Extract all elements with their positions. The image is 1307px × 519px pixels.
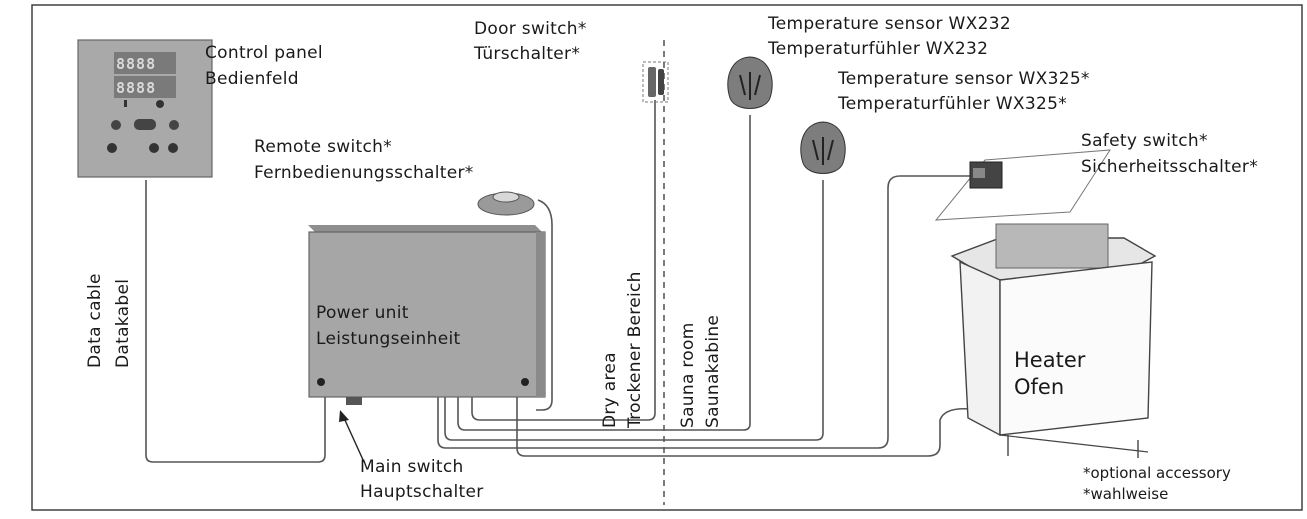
heater-label-de: Ofen bbox=[1014, 375, 1064, 399]
door-switch-label-en: Door switch* bbox=[474, 19, 587, 39]
power-unit-label-de: Leistungseinheit bbox=[316, 329, 460, 349]
heater-label-en: Heater bbox=[1014, 348, 1086, 372]
temp-sensor-wx325-label-de: Temperaturfühler WX325* bbox=[837, 94, 1067, 114]
door-switch-label-de: Türschalter* bbox=[473, 44, 580, 64]
fan-button-icon bbox=[149, 143, 159, 153]
power-unit-body bbox=[308, 231, 546, 398]
dry-area-label-en: Dry area bbox=[600, 352, 620, 428]
remote-switch-label-de: Fernbedienungsschalter* bbox=[254, 163, 474, 183]
door-switch bbox=[642, 61, 669, 103]
heater-base-line bbox=[999, 434, 1149, 453]
temperature-sensor-wx325 bbox=[800, 121, 846, 174]
main-switch-label-de: Hauptschalter bbox=[360, 482, 484, 502]
data-cable-wire bbox=[145, 180, 326, 463]
door-switch-wire bbox=[471, 100, 656, 421]
safety-switch-sensor-icon bbox=[973, 168, 985, 178]
power-unit-screw-right bbox=[521, 378, 529, 386]
power-unit-side bbox=[536, 232, 545, 397]
heater-power-wire bbox=[516, 395, 981, 457]
heater bbox=[950, 223, 1157, 458]
temp-sensor-wx232-label-en: Temperature sensor WX232 bbox=[767, 14, 1011, 34]
display-bottom-digits: 8888 bbox=[116, 79, 156, 97]
control-panel-label-de: Bedienfeld bbox=[205, 69, 299, 89]
minus-button-icon bbox=[111, 120, 121, 130]
control-panel-display-top bbox=[114, 52, 176, 74]
temp-sensor-wx325-label-en: Temperature sensor WX325* bbox=[837, 69, 1090, 89]
temperature-sensor-wx232 bbox=[727, 56, 773, 109]
power-unit-label-en: Power unit bbox=[316, 303, 409, 323]
control-panel: 8888 8888 bbox=[77, 39, 213, 178]
data-cable-label-de: Datakabel bbox=[113, 279, 133, 368]
main-switch-pointer-line bbox=[343, 417, 365, 463]
remote-switch-label-en: Remote switch* bbox=[254, 137, 392, 157]
timer-indicator-icon bbox=[156, 100, 164, 108]
display-top-digits: 8888 bbox=[116, 55, 156, 73]
sauna-room-label-de: Saunakabine bbox=[703, 315, 723, 428]
sauna-room-label-en: Sauna room bbox=[678, 322, 698, 428]
main-switch-arrow-icon bbox=[339, 410, 349, 422]
data-cable-label-en: Data cable bbox=[85, 273, 105, 368]
remote-switch bbox=[477, 191, 535, 216]
safety-switch-label-de: Sicherheitsschalter* bbox=[1081, 157, 1258, 177]
door-switch-part-a bbox=[648, 67, 656, 97]
light-button-icon bbox=[107, 143, 117, 153]
dry-area-label-de: Trockener Bereich bbox=[625, 271, 645, 429]
safety-switch-plate bbox=[934, 149, 1111, 221]
remote-switch-wire bbox=[536, 199, 553, 411]
safety-switch bbox=[934, 149, 1111, 221]
sensor-wx325-vents-icon bbox=[812, 137, 834, 165]
menu-button-icon bbox=[134, 119, 156, 130]
sensor-wx232-wire bbox=[457, 115, 751, 431]
footnote-wahlweise: *wahlweise bbox=[1083, 485, 1168, 503]
power-indicator-icon bbox=[124, 100, 127, 107]
sensor-wx325-wire bbox=[444, 180, 824, 441]
door-switch-outline bbox=[642, 61, 669, 103]
plus-button-icon bbox=[169, 120, 179, 130]
safety-switch-label-en: Safety switch* bbox=[1081, 131, 1208, 151]
heater-front bbox=[999, 261, 1153, 436]
remote-switch-button-icon bbox=[492, 191, 520, 203]
footnote-optional-accessory: *optional accessory bbox=[1083, 464, 1231, 482]
diagram-frame bbox=[31, 4, 1303, 511]
power-unit bbox=[308, 225, 546, 405]
control-panel-label-en: Control panel bbox=[205, 43, 323, 63]
main-switch-label-en: Main switch bbox=[360, 457, 464, 477]
onoff-button-icon bbox=[168, 143, 178, 153]
door-switch-part-b bbox=[658, 69, 664, 95]
temp-sensor-wx232-label-de: Temperaturfühler WX232 bbox=[767, 39, 988, 59]
sensor-wx232-vents-icon bbox=[739, 72, 761, 100]
power-unit-screw-left bbox=[317, 378, 325, 386]
main-switch-knob bbox=[346, 397, 362, 405]
safety-switch-wire bbox=[437, 175, 972, 449]
control-panel-display-bottom bbox=[114, 76, 176, 98]
heater-elements-icon bbox=[995, 223, 1109, 269]
